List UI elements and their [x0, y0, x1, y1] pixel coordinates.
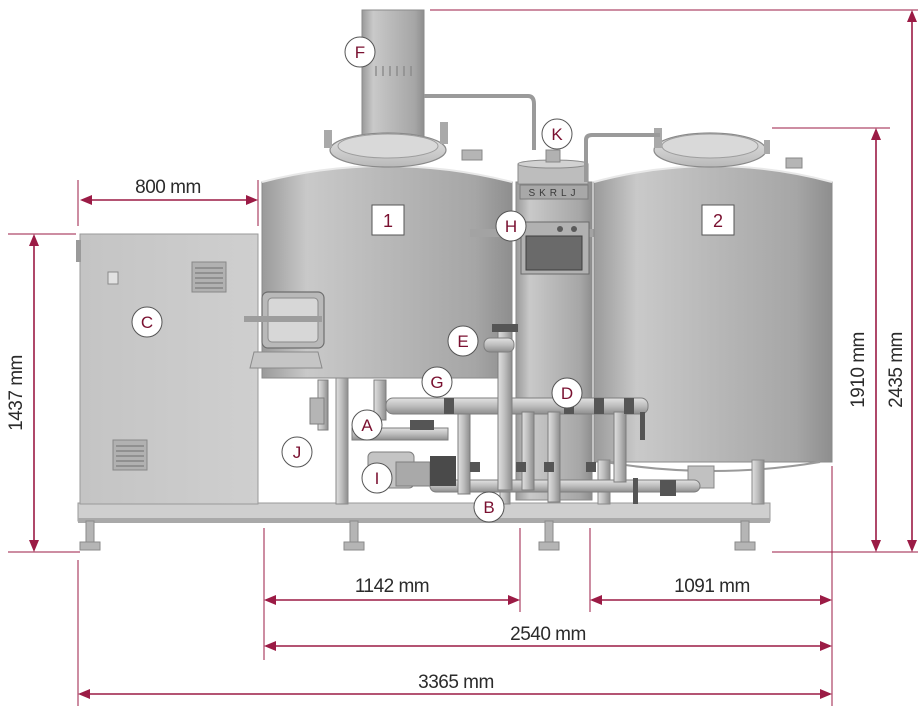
label-vessel-height: 1910 mm: [848, 332, 869, 408]
callout-j: J: [293, 443, 302, 462]
label-overall-width: 3365 mm: [418, 672, 494, 693]
control-cabinet: [79, 233, 259, 505]
feet: [79, 520, 756, 551]
tank-number-labels: 1 2: [371, 204, 735, 236]
tank-2-label: 2: [713, 211, 723, 231]
base-frame-rail: [78, 518, 770, 523]
callout-k: K: [551, 125, 563, 144]
callout-letters: F K H C E G D A J I B: [141, 43, 573, 517]
label-cabinet-width: 800 mm: [135, 177, 201, 198]
callout-h: H: [505, 217, 517, 236]
label-tank1-width: 1142 mm: [355, 576, 429, 597]
piping-manifold: [309, 324, 701, 504]
callout-e: E: [457, 332, 468, 351]
callout-i: I: [375, 469, 380, 488]
callout-c: C: [141, 313, 153, 332]
vent-grille-icon: [112, 261, 227, 471]
touchscreen-display: [525, 235, 583, 271]
callout-g: G: [430, 373, 443, 392]
callout-markers: [131, 36, 583, 523]
label-tank2-width: 1091 mm: [674, 576, 750, 597]
callout-b: B: [483, 498, 494, 517]
dimension-labels: 800 mm 1437 mm 1910 mm 2435 mm 1142 mm 1…: [6, 177, 907, 693]
tank-1-label: 1: [383, 211, 393, 231]
label-overall-height: 2435 mm: [886, 332, 907, 408]
dimension-lines: [8, 9, 918, 706]
brand-label: SKRLJ: [528, 188, 579, 199]
brand-plate: [519, 184, 589, 200]
callout-f: F: [355, 43, 365, 62]
callout-a: A: [361, 416, 373, 435]
manway: [244, 291, 325, 369]
label-tanks-width: 2540 mm: [510, 624, 586, 645]
machine-illustration: SKRLJ: [76, 9, 833, 551]
label-cabinet-height: 1437 mm: [6, 355, 27, 431]
callout-d: D: [561, 384, 573, 403]
cabinet-lock-icon: [107, 271, 119, 285]
vapour-stack: [361, 9, 425, 143]
